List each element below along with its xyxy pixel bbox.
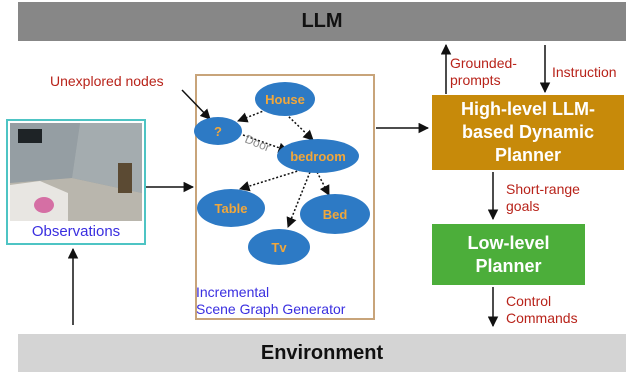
llm-bar: LLM xyxy=(18,2,626,41)
short-range-goals-line2: goals xyxy=(506,198,540,214)
node-unknown: ? xyxy=(194,117,242,145)
node-unknown-label: ? xyxy=(214,124,222,139)
observation-photo xyxy=(10,123,142,221)
node-house-label: House xyxy=(265,92,305,107)
edge-bedroom-bed xyxy=(316,171,330,196)
scene-graph-title: Incremental Scene Graph Generator xyxy=(196,284,345,318)
door-label: Door xyxy=(243,132,272,155)
node-tv-label: Tv xyxy=(271,240,287,255)
node-bed-label: Bed xyxy=(323,207,348,222)
node-bed: Bed xyxy=(300,194,370,234)
short-range-goals-label: Short-range goals xyxy=(506,181,580,215)
observations-label: Observations xyxy=(31,223,121,240)
low-level-planner-line1: Low-level xyxy=(467,232,550,253)
environment-bar: Environment xyxy=(18,334,626,372)
node-table-label: Table xyxy=(215,201,248,216)
control-commands-line1: Control xyxy=(506,293,552,309)
short-range-goals-line1: Short-range xyxy=(506,181,580,197)
arrow-unexplored-pointer xyxy=(181,89,211,120)
environment-bar-label: Environment xyxy=(260,341,384,364)
node-table: Table xyxy=(197,189,265,227)
grounded-prompts-line2: prompts xyxy=(450,72,501,88)
edge-house-bedroom xyxy=(285,113,314,141)
llm-bar-label: LLM xyxy=(301,10,343,32)
node-bedroom-label: bedroom xyxy=(290,149,346,164)
high-level-planner-line1: High-level LLM- xyxy=(461,99,595,119)
unexplored-nodes-label: Unexplored nodes xyxy=(50,73,164,89)
node-tv: Tv xyxy=(248,229,310,265)
node-bedroom: bedroom xyxy=(277,139,359,173)
low-level-planner-box: Low-level Planner xyxy=(432,224,585,285)
high-level-planner-line3: Planner xyxy=(494,145,562,165)
scene-graph-title-line2: Scene Graph Generator xyxy=(196,301,346,317)
observations-panel: Observations xyxy=(6,119,146,245)
scene-graph-title-line1: Incremental xyxy=(196,284,270,300)
edge-bedroom-table xyxy=(238,169,302,192)
low-level-planner-line2: Planner xyxy=(475,255,542,276)
edge-bedroom-tv xyxy=(286,171,311,228)
high-level-planner-box: High-level LLM- based Dynamic Planner xyxy=(432,95,624,170)
grounded-prompts-label: Grounded- prompts xyxy=(450,55,517,89)
node-house: House xyxy=(255,82,315,116)
high-level-planner-line2: based Dynamic xyxy=(461,122,595,142)
instruction-label: Instruction xyxy=(552,64,617,80)
grounded-prompts-line1: Grounded- xyxy=(450,55,517,71)
control-commands-line2: Commands xyxy=(506,310,578,326)
control-commands-label: Control Commands xyxy=(506,293,578,327)
edge-house-unknown xyxy=(237,109,267,123)
scene-graph-box xyxy=(195,74,375,320)
